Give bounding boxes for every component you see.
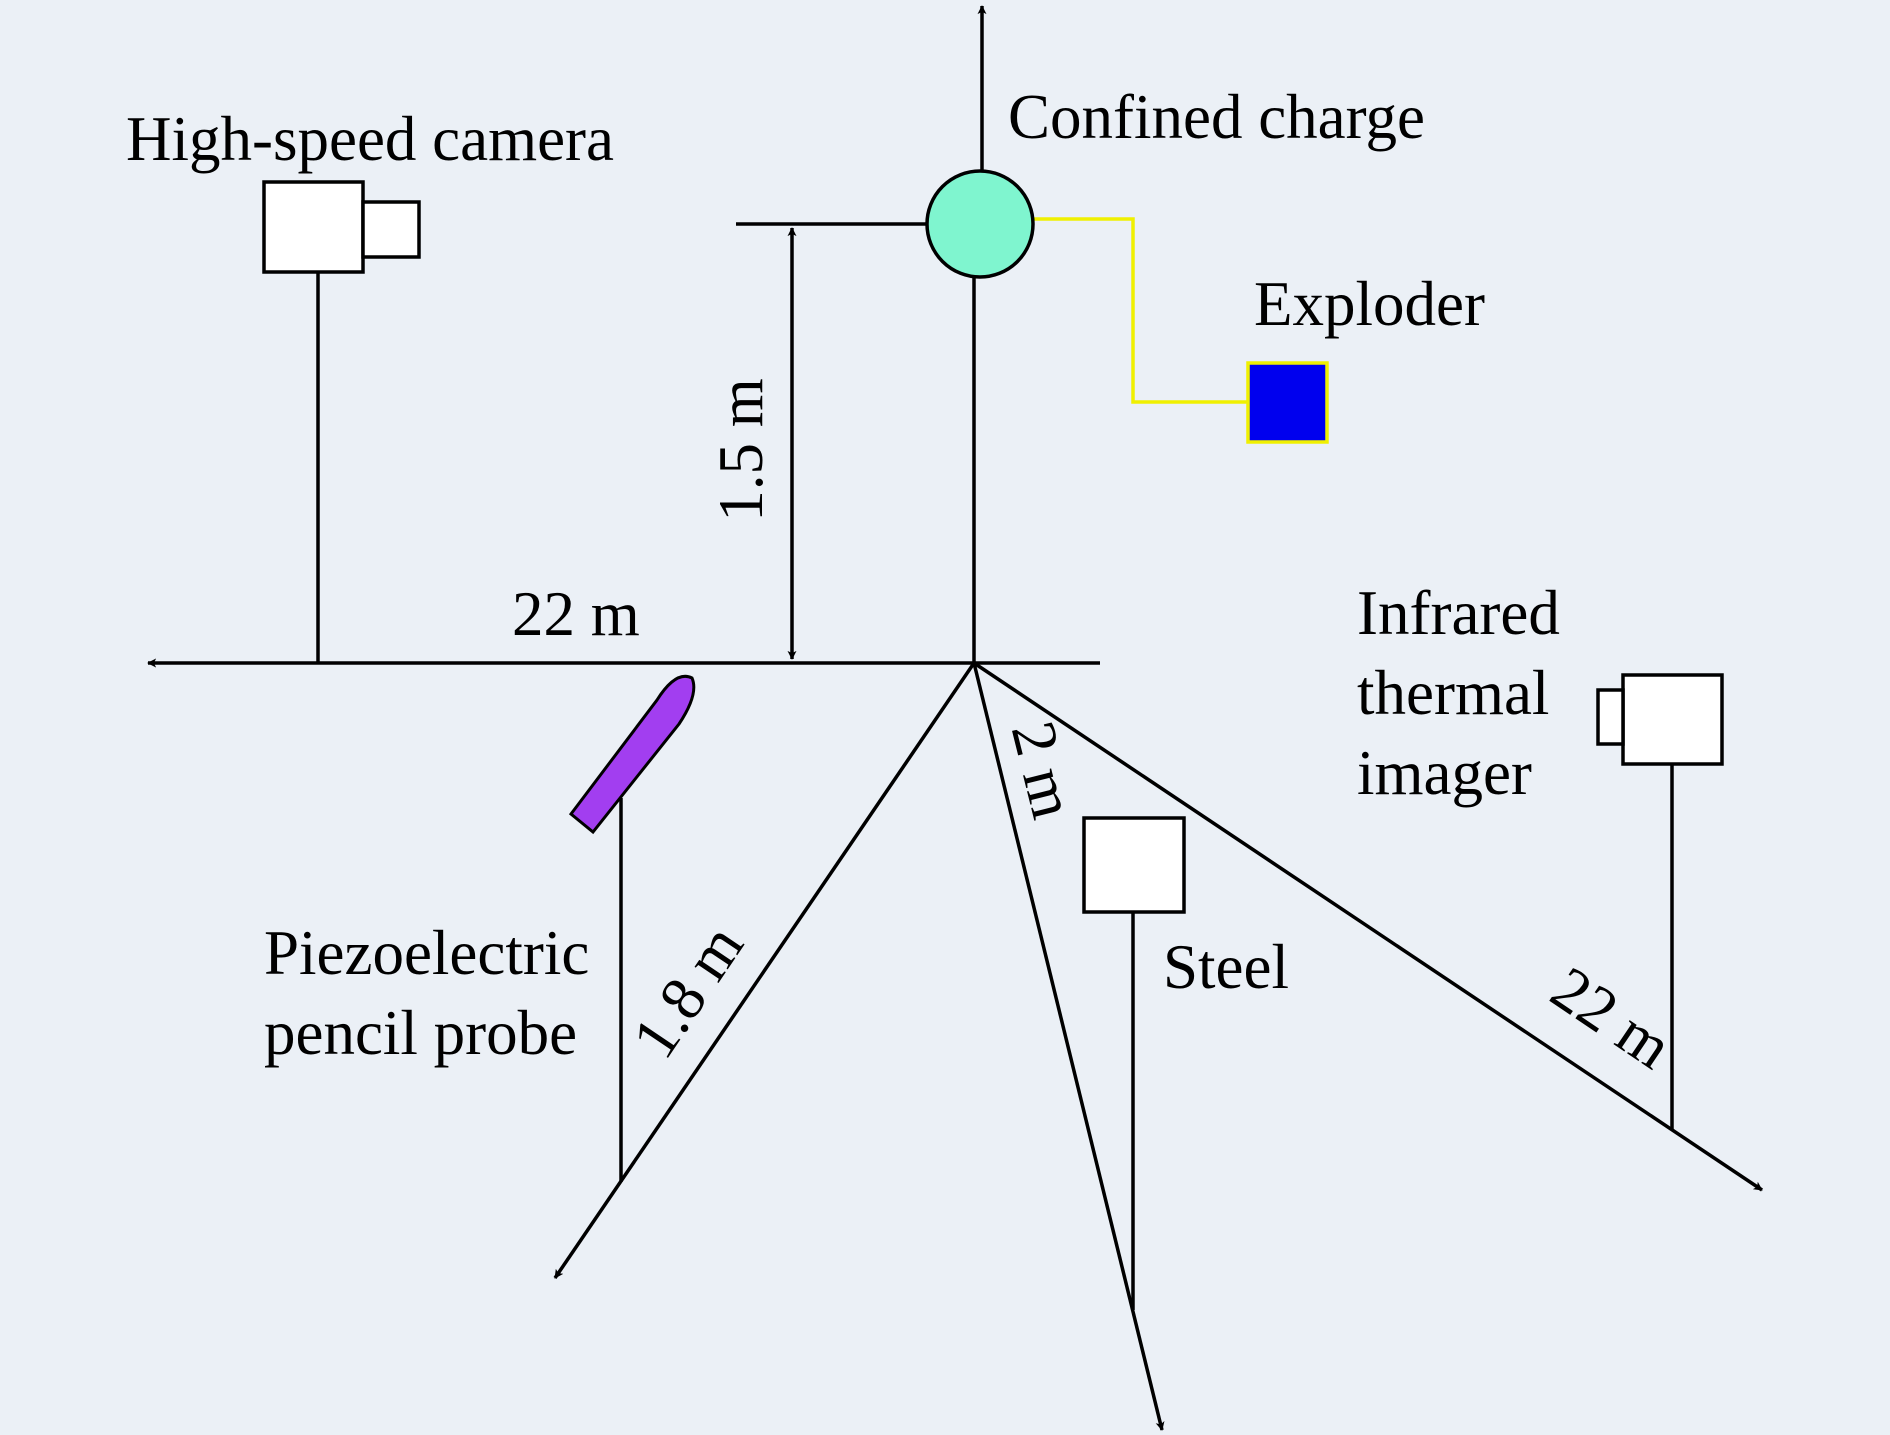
exploder-icon [1246,361,1329,444]
camera-icon [262,180,365,274]
ray-to-probe [553,662,976,1279]
probe-distance-label: 1.8 m [618,912,756,1070]
imager-lens [1596,688,1625,746]
camera-lens [361,200,421,259]
height-dimension-label: 1.5 m [706,378,776,522]
piezo-label-line1: Piezoelectric [264,918,589,988]
infrared-label-line1: Infrared [1357,578,1560,648]
confined-charge-icon [925,169,1035,279]
steel-label: Steel [1163,932,1289,1002]
ray-to-steel [972,662,1165,1431]
detonator-wire [1033,217,1248,404]
confined-charge-label: Confined charge [1008,82,1425,152]
infrared-label-line3: imager [1357,738,1532,808]
high-speed-camera-label: High-speed camera [126,104,614,174]
imager-icon [1621,673,1724,766]
infrared-label-line2: thermal [1357,658,1549,728]
exploder-label: Exploder [1254,269,1485,339]
piezo-label-line2: pencil probe [264,998,577,1068]
imager-distance-label: 22 m [1539,953,1684,1082]
ray-to-imager [973,661,1763,1192]
pencil-probe-icon [568,674,696,835]
camera-distance-label: 22 m [512,579,640,649]
steel-plate-icon [1082,816,1186,914]
